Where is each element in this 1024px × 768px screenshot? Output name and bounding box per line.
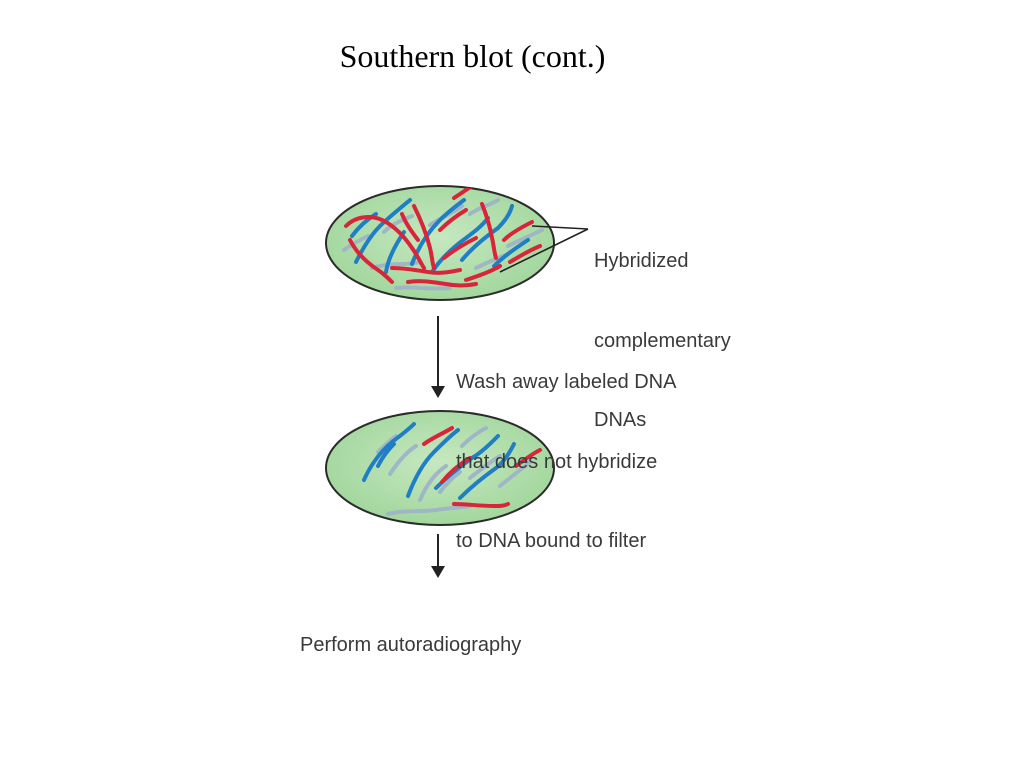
labeled-probe-strands-red — [422, 426, 542, 509]
label-line: Perform autoradiography — [300, 634, 522, 656]
label-line: that does not hybridize — [456, 450, 658, 473]
filter-after-wash — [325, 410, 555, 526]
label-line: DNAs — [594, 409, 647, 431]
hybridized-dna-label: Hybridized complementary DNAs — [594, 195, 731, 487]
bound-dna-strands-gray — [376, 426, 532, 516]
autoradiography-step-label: Perform autoradiography — [300, 579, 521, 712]
bound-dna-strands-blue — [350, 198, 530, 274]
label-line: Hybridized — [594, 250, 689, 272]
labeled-probe-strands-red — [344, 186, 542, 288]
label-line: Wash away labeled DNA — [456, 371, 677, 393]
filter-before-wash — [325, 185, 555, 301]
label-pointer-lines — [499, 225, 589, 273]
down-arrow-icon — [431, 534, 445, 578]
label-line: complementary — [594, 329, 731, 352]
slide-title: Southern blot (cont.) — [339, 38, 606, 74]
down-arrow-icon — [431, 316, 445, 398]
wash-step-label: Wash away labeled DNA that does not hybr… — [456, 316, 676, 608]
label-line: to DNA bound to filter — [456, 530, 647, 552]
